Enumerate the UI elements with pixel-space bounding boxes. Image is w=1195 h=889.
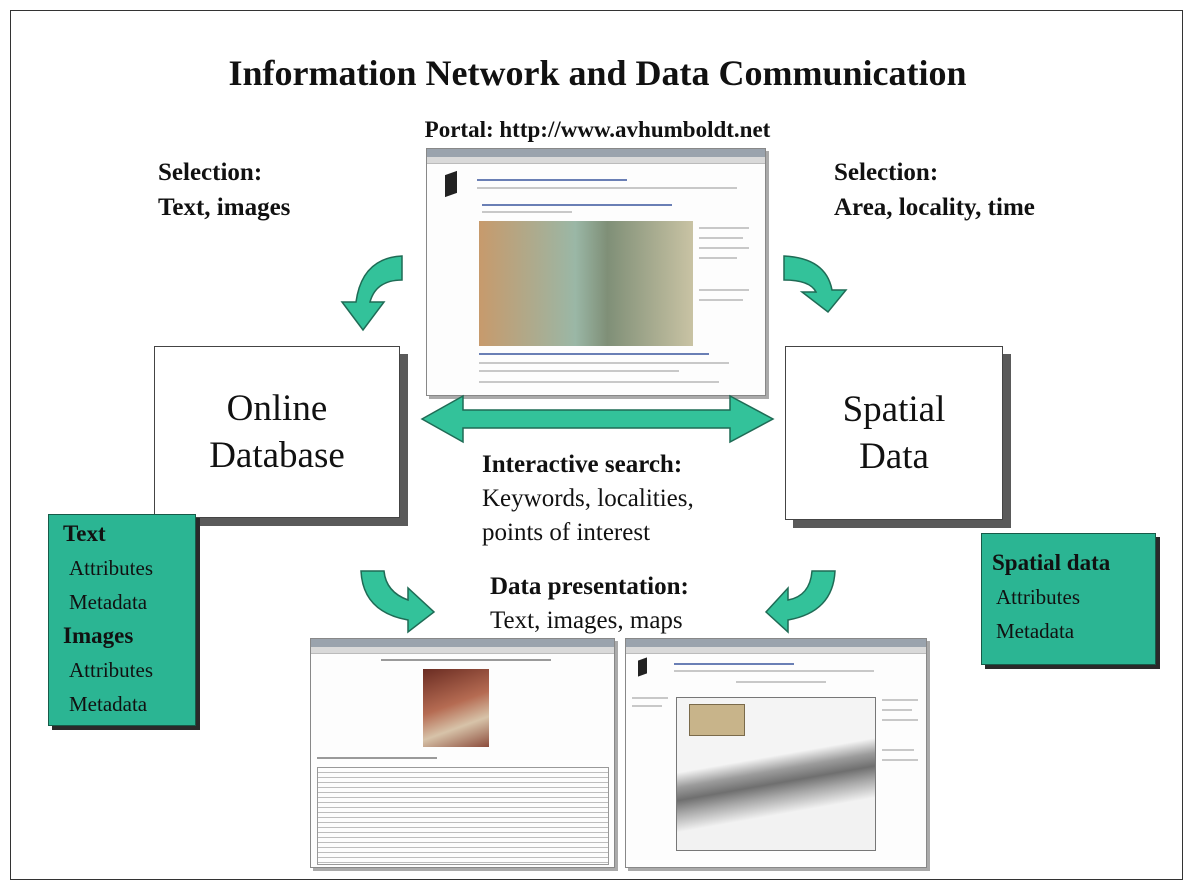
data-presentation-heading: Data presentation:	[490, 573, 689, 600]
map-presentation-screenshot	[625, 638, 927, 868]
images-metadata: Metadata	[69, 692, 148, 716]
interactive-search-line1: Keywords, localities,	[482, 485, 694, 512]
left-selection-value: Text, images	[158, 194, 291, 221]
online-database-line1: Online	[226, 388, 328, 429]
spatial-data-line1: Spatial	[842, 389, 946, 430]
inset-map-image	[689, 704, 745, 736]
text-heading: Text	[63, 521, 106, 546]
text-attributes: Attributes	[69, 556, 153, 580]
text-metadata: Metadata	[69, 590, 148, 614]
text-block	[317, 767, 609, 865]
right-selection-value: Area, locality, time	[834, 194, 1035, 221]
spatial-data-box: Spatial Data	[785, 346, 1003, 520]
portal-screenshot	[426, 148, 766, 396]
spatial-attributes-box: Spatial data Attributes Metadata	[981, 533, 1156, 665]
text-presentation-screenshot	[310, 638, 615, 868]
portrait-image	[423, 669, 489, 747]
curved-arrow-left-down-icon	[764, 570, 836, 634]
spatial-attributes: Attributes	[996, 585, 1080, 609]
right-selection: Selection: Area, locality, time	[834, 155, 1035, 225]
portal-url: Portal: http://www.avhumboldt.net	[424, 117, 771, 142]
images-attributes: Attributes	[69, 658, 153, 682]
images-heading: Images	[63, 623, 134, 648]
interactive-search-line2: points of interest	[482, 519, 651, 546]
spatial-metadata: Metadata	[996, 619, 1075, 643]
data-presentation: Data presentation: Text, images, maps	[490, 570, 689, 638]
double-arrow-icon	[420, 394, 775, 444]
right-selection-label: Selection:	[834, 159, 939, 186]
left-selection-label: Selection:	[158, 159, 263, 186]
curved-arrow-down-right-icon	[783, 255, 848, 314]
online-database-line2: Database	[209, 435, 345, 476]
page-title: Information Network and Data Communicati…	[228, 53, 967, 93]
left-selection: Selection: Text, images	[158, 155, 290, 225]
interactive-search-heading: Interactive search:	[482, 451, 683, 478]
slide-frame	[10, 10, 1183, 880]
spatial-data-line2: Data	[859, 436, 929, 477]
interactive-search: Interactive search: Keywords, localities…	[482, 448, 694, 550]
logo-icon-small	[638, 657, 647, 677]
spatial-data-heading: Spatial data	[992, 550, 1111, 575]
online-database-box: Online Database	[154, 346, 400, 518]
text-images-box: Text Attributes Metadata Images Attribut…	[48, 514, 196, 726]
curved-arrow-down-left-icon	[340, 255, 403, 332]
map-image	[676, 697, 876, 851]
portrait-map-image	[479, 221, 693, 346]
curved-arrow-right-down-icon	[360, 570, 436, 634]
data-presentation-line1: Text, images, maps	[490, 607, 683, 634]
